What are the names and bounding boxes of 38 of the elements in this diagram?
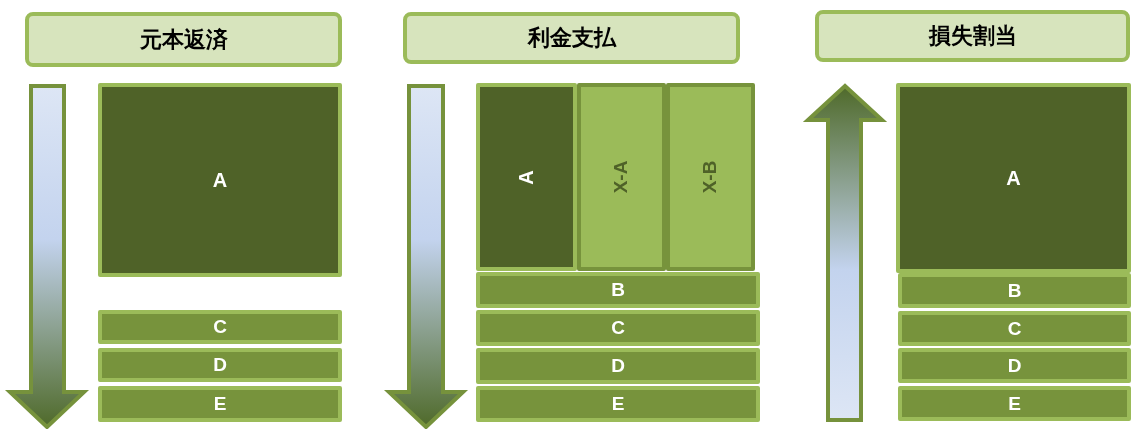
tranche-label: A <box>212 168 228 192</box>
tranche-label: C <box>611 317 625 339</box>
tranche-label: D <box>1007 354 1022 377</box>
tranche-label: E <box>213 393 227 415</box>
tranche-box <box>98 83 342 277</box>
tranche-label: X-B <box>699 160 722 194</box>
header-title: 損失割当 <box>928 22 1017 50</box>
tranche-box <box>98 348 342 382</box>
tranche-label: A <box>1006 166 1021 190</box>
tranche-label: B <box>611 279 625 301</box>
header-title: 元本返済 <box>139 25 228 54</box>
tranche-box <box>98 310 342 344</box>
tranche-label: X-A <box>610 160 633 194</box>
tranche-box <box>666 83 755 271</box>
tranche-label: C <box>1007 317 1022 340</box>
tranche-box <box>476 348 760 384</box>
tranche-label: C <box>213 316 227 338</box>
tranche-box <box>476 386 760 422</box>
tranche-box <box>898 311 1131 346</box>
tranche-box <box>898 386 1131 421</box>
header-box <box>403 12 740 64</box>
tranche-label: D <box>213 354 227 376</box>
tranche-label: A <box>515 169 538 185</box>
tranche-box <box>98 386 342 422</box>
tranche-box <box>896 83 1131 273</box>
tranche-label: B <box>1007 279 1022 302</box>
tranche-label: D <box>611 355 625 377</box>
tranche-label: E <box>1008 392 1021 415</box>
tranche-box <box>476 310 760 346</box>
header-box <box>25 12 342 67</box>
tranche-box <box>577 83 666 271</box>
header-title: 利金支払 <box>527 24 616 52</box>
tranche-box <box>476 272 760 308</box>
tranche-box <box>476 83 577 271</box>
tranche-box <box>898 348 1131 383</box>
header-box <box>815 10 1130 62</box>
tranche-label: E <box>611 393 625 415</box>
tranche-box <box>898 273 1131 308</box>
